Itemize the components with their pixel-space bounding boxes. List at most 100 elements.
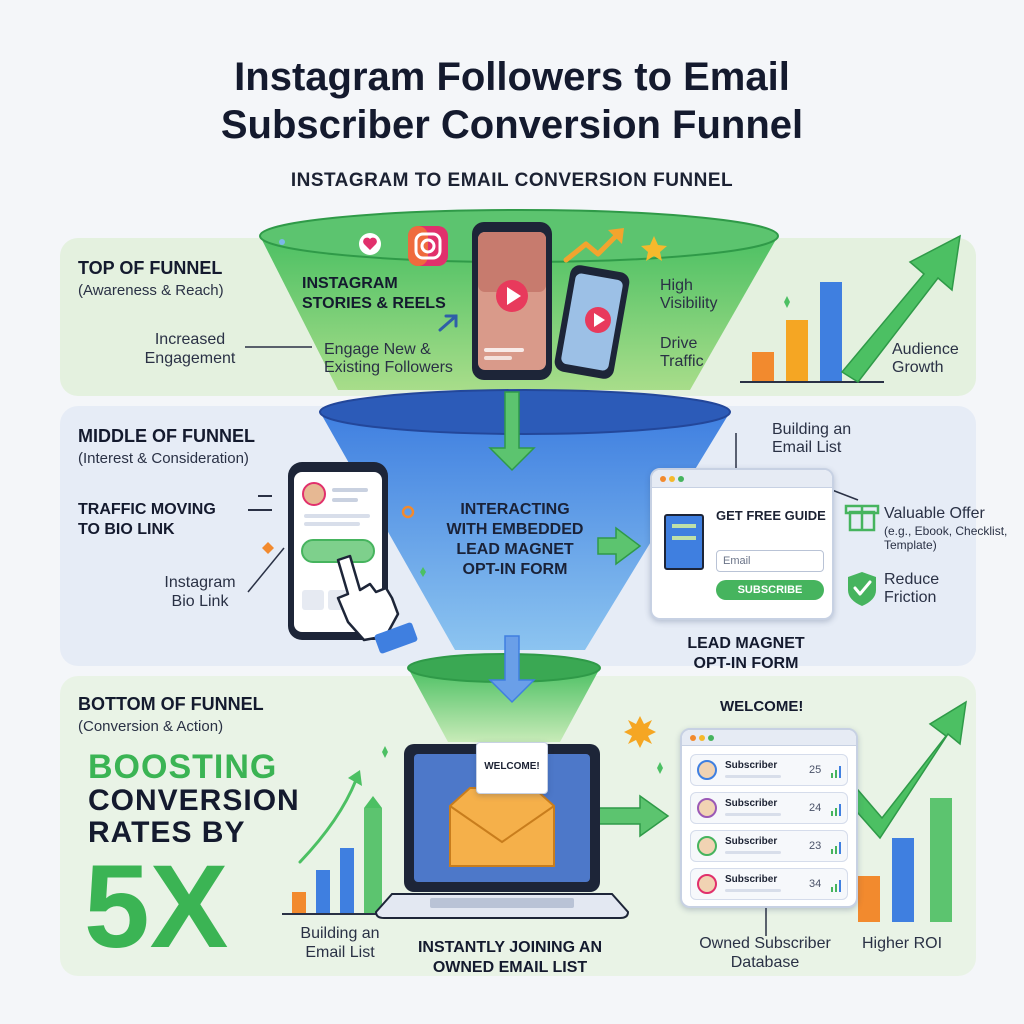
reduce-friction-label-1: Reduce: [884, 571, 940, 588]
audience-growth-label-1: Audience: [892, 341, 959, 358]
subscriber-name: Subscriber: [725, 760, 778, 771]
valuable-offer-detail-1: (e.g., Ebook, Checklist,: [884, 524, 1008, 538]
gear-badge-icon: [624, 716, 656, 748]
window-dot-icon: [678, 476, 684, 482]
arrow-down-icon: [488, 391, 536, 472]
building-list-label-1: Building an: [772, 421, 852, 438]
valuable-offer-label: Valuable Offer: [884, 505, 985, 522]
avatar: [697, 798, 717, 818]
subscriber-line: [725, 813, 781, 816]
avatar: [697, 874, 717, 894]
ebook-line: [672, 536, 696, 540]
reduce-friction-label-2: Friction: [884, 589, 937, 606]
high-visibility-label-2: Visibility: [660, 295, 718, 312]
conversion-growth-chart: [282, 770, 392, 915]
subscriber-row: Subscriber 34: [690, 868, 848, 900]
roi-growth-chart: [849, 700, 967, 922]
bottom-funnel-rim: [407, 653, 601, 683]
subscriber-row: Subscriber 24: [690, 792, 848, 824]
subscribe-button[interactable]: SUBSCRIBE: [716, 580, 824, 600]
subscriber-count: 34: [809, 878, 822, 890]
window-dot-icon: [660, 476, 666, 482]
avatar: [697, 836, 717, 856]
instagram-logo-icon: [408, 226, 448, 266]
conversion-label: CONVERSION: [88, 784, 300, 817]
form-title: GET FREE GUIDE: [716, 508, 826, 523]
traffic-label-2: TO BIO LINK: [78, 521, 175, 538]
page-title-line-1: Instagram Followers to Email: [234, 55, 790, 99]
ebook-icon: [664, 514, 704, 570]
heart-icon: [359, 233, 381, 255]
connector-line: [831, 489, 859, 501]
valuable-offer-detail-2: Template): [884, 538, 937, 552]
interacting-label-1: INTERACTING: [460, 501, 570, 518]
bio-link-label-1: Instagram: [164, 574, 236, 591]
window-dot-icon: [708, 735, 714, 741]
middle-stage-heading: MIDDLE OF FUNNEL: [78, 426, 255, 446]
boosting-label: BOOSTING: [88, 748, 278, 786]
rates-by-label: RATES BY: [88, 816, 246, 849]
interacting-label-2: WITH EMBEDDED: [446, 521, 584, 538]
instantly-label-2: OWNED EMAIL LIST: [432, 959, 588, 976]
instagram-label: INSTAGRAM: [302, 275, 398, 292]
owned-database-label-1: Owned Subscriber: [699, 935, 831, 952]
page-subtitle: INSTAGRAM TO EMAIL CONVERSION FUNNEL: [290, 170, 734, 191]
middle-funnel-shape: [320, 412, 730, 650]
avatar: [697, 760, 717, 780]
subscriber-line: [725, 851, 781, 854]
welcome-heading: WELCOME!: [720, 698, 804, 715]
interacting-label-4: OPT-IN FORM: [462, 561, 568, 578]
subscriber-count: 25: [809, 764, 822, 776]
shield-check-icon: [848, 572, 876, 606]
building-list-bottom-1: Building an: [300, 925, 380, 942]
phone-reels-icon: [554, 265, 630, 379]
drive-traffic-label-1: Drive: [660, 335, 698, 352]
middle-stage-subheading: (Interest & Consideration): [78, 450, 249, 467]
increased-label-2: Engagement: [144, 350, 236, 367]
bottom-stage-heading: BOTTOM OF FUNNEL: [78, 694, 264, 714]
bar-signal-icon: [831, 878, 843, 892]
five-x-label: 5X: [84, 841, 229, 973]
bar-signal-icon: [831, 840, 843, 854]
bottom-funnel-shape: [408, 668, 600, 742]
window-dot-icon: [699, 735, 705, 741]
higher-roi-label: Higher ROI: [862, 935, 943, 952]
subscriber-line: [725, 889, 781, 892]
subscriber-count: 24: [809, 802, 822, 814]
middle-funnel-rim: [319, 389, 731, 435]
engage-label-2: Existing Followers: [324, 359, 453, 376]
window-dot-icon: [669, 476, 675, 482]
top-stage-subheading: (Awareness & Reach): [78, 282, 224, 299]
engage-label-1: Engage New &: [324, 341, 431, 358]
hand-pointer-icon: [336, 554, 418, 654]
arrow-down-icon: [488, 635, 536, 704]
subscriber-name: Subscriber: [725, 798, 778, 809]
circle-dot-icon: [401, 505, 415, 519]
building-list-bottom-2: Email List: [305, 944, 375, 961]
browser-bar: [682, 730, 856, 746]
subscriber-name: Subscriber: [725, 874, 778, 885]
trend-up-icon: [563, 229, 623, 263]
increased-label-1: Increased: [154, 331, 226, 348]
email-field[interactable]: Email: [716, 550, 824, 572]
subscriber-name: Subscriber: [725, 836, 778, 847]
instantly-label-1: INSTANTLY JOINING AN: [417, 939, 603, 956]
ebook-line: [672, 524, 696, 528]
browser-bar: [652, 470, 832, 488]
gift-icon: [844, 504, 880, 532]
bottom-stage-subheading: (Conversion & Action): [78, 718, 224, 735]
cursor-arrow-icon: [438, 314, 458, 332]
star-icon: [641, 236, 667, 261]
audience-growth-label-2: Growth: [892, 359, 944, 376]
bar-signal-icon: [831, 764, 843, 778]
subscriber-row: Subscriber 25: [690, 754, 848, 786]
page-title-line-2: Subscriber Conversion Funnel: [220, 103, 804, 147]
arrow-right-icon: [597, 526, 642, 566]
drive-traffic-label-2: Traffic: [660, 353, 704, 370]
owned-database-label-2: Database: [730, 954, 800, 971]
top-stage-heading: TOP OF FUNNEL: [78, 258, 223, 278]
diamond-icon: [262, 542, 274, 554]
phone-stories-icon: [472, 222, 552, 380]
